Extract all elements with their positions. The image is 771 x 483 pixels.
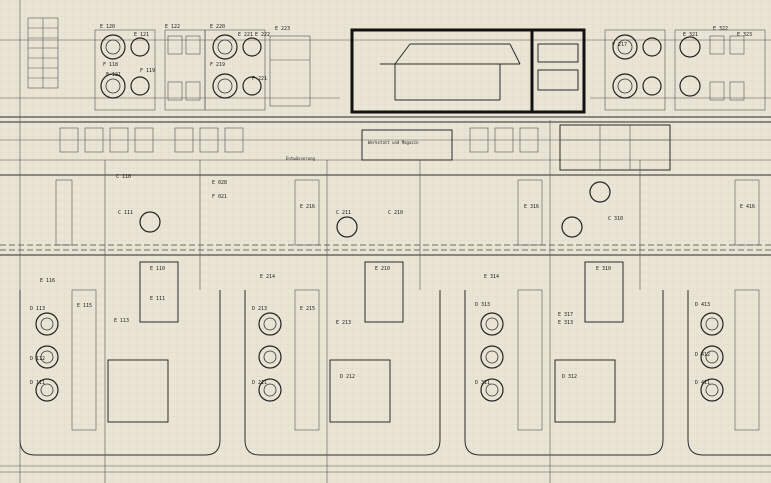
label-e113: E 113 xyxy=(114,318,129,324)
label-c210: C 210 xyxy=(388,210,403,216)
label-f217: F 217 xyxy=(612,42,627,48)
label-e110: E 110 xyxy=(150,266,165,272)
label-e322: E 322 xyxy=(713,26,728,32)
label-e317: E 317 xyxy=(558,312,573,318)
label-f219: F 219 xyxy=(210,62,225,68)
label-e416: E 416 xyxy=(740,204,755,210)
label-e121: E 121 xyxy=(134,32,149,38)
label-e116: E 116 xyxy=(40,278,55,284)
label-e221: E 221 xyxy=(238,32,253,38)
label-c211: C 211 xyxy=(336,210,351,216)
label-d413: D 413 xyxy=(695,302,710,308)
label-entwaesserung: Entwässerung xyxy=(286,156,315,161)
label-d411: D 411 xyxy=(695,380,710,386)
label-d111: D 111 xyxy=(30,380,45,386)
label-e215: E 215 xyxy=(300,306,315,312)
label-c310: C 310 xyxy=(608,216,623,222)
label-werkstatt: Werkstatt und Magazin xyxy=(368,140,419,145)
ladder-columns xyxy=(55,179,760,431)
label-d112: D 112 xyxy=(30,356,45,362)
label-e111: E 111 xyxy=(150,296,165,302)
label-e213: E 213 xyxy=(336,320,351,326)
label-e216: E 216 xyxy=(300,204,315,210)
building-outline xyxy=(350,28,586,114)
valve-row xyxy=(0,124,771,171)
label-e310: E 310 xyxy=(596,266,611,272)
bay-outlines xyxy=(0,290,771,473)
label-d212: D 212 xyxy=(340,374,355,380)
label-d311: D 311 xyxy=(475,380,490,386)
label-c111: C 111 xyxy=(118,210,133,216)
label-e028: E 028 xyxy=(212,180,227,186)
structural-grid xyxy=(19,0,641,483)
label-d312: D 312 xyxy=(562,374,577,380)
top-tank-row xyxy=(0,17,771,123)
label-f221: F 221 xyxy=(252,76,267,82)
process-vessels xyxy=(107,181,624,423)
label-e321: E 321 xyxy=(683,32,698,38)
label-d313: D 313 xyxy=(475,302,490,308)
label-f119: F 119 xyxy=(140,68,155,74)
label-d213: D 213 xyxy=(252,306,267,312)
label-e222: E 222 xyxy=(255,32,270,38)
label-f121: F 121 xyxy=(106,72,121,78)
label-e214: E 214 xyxy=(260,274,275,280)
tank-columns xyxy=(35,312,724,402)
label-e210: E 210 xyxy=(375,266,390,272)
label-f118: F 118 xyxy=(103,62,118,68)
equipment-labels: E 120 E 121 E 122 E 220 E 221 E 222 E 22… xyxy=(30,24,755,386)
label-e313: E 313 xyxy=(558,320,573,326)
label-d113: D 113 xyxy=(30,306,45,312)
label-e314: E 314 xyxy=(484,274,499,280)
label-e115: E 115 xyxy=(77,303,92,309)
label-d211: D 211 xyxy=(252,380,267,386)
pipe-corridor xyxy=(0,174,771,256)
label-e220: E 220 xyxy=(210,24,225,30)
label-e323: E 323 xyxy=(737,32,752,38)
label-e122: E 122 xyxy=(165,24,180,30)
label-e120: E 120 xyxy=(100,24,115,30)
label-d412: D 412 xyxy=(695,352,710,358)
label-c110: C 110 xyxy=(116,174,131,180)
label-f021: F 021 xyxy=(212,194,227,200)
label-e316: E 316 xyxy=(524,204,539,210)
label-e223: E 223 xyxy=(275,26,290,32)
